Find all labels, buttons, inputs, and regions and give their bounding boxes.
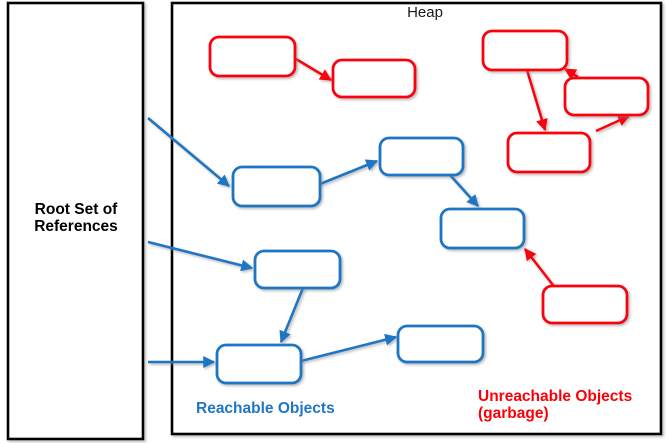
legend-unreachable-objects: Unreachable Objects (garbage) bbox=[478, 388, 633, 423]
heap-title: Heap bbox=[407, 4, 443, 21]
unreachable-object-g6[interactable] bbox=[541, 284, 629, 325]
edge-g4-g3 bbox=[563, 67, 579, 80]
unreachable-edge-group bbox=[295, 57, 631, 290]
edge-r4-r5 bbox=[279, 287, 305, 344]
edge-r1-r2 bbox=[319, 159, 379, 186]
root-edge-2 bbox=[147, 240, 254, 272]
edge-g6-r3 bbox=[523, 248, 558, 290]
reachable-object-group bbox=[215, 136, 526, 385]
reachable-object-r3[interactable] bbox=[439, 207, 526, 250]
reachable-object-r4[interactable] bbox=[253, 249, 342, 290]
legend-reachable-objects: Reachable Objects bbox=[196, 400, 335, 417]
edge-r2-r3 bbox=[449, 174, 479, 207]
unreachable-object-group bbox=[208, 29, 650, 325]
reachable-edge-group bbox=[147, 117, 479, 368]
reachable-object-r1[interactable] bbox=[231, 165, 322, 208]
reachable-object-r6[interactable] bbox=[396, 324, 485, 364]
reachable-object-r2[interactable] bbox=[378, 136, 465, 177]
unreachable-object-g5[interactable] bbox=[506, 131, 592, 174]
edge-r5-r6 bbox=[300, 333, 398, 363]
root-edge-1 bbox=[147, 117, 230, 187]
reachable-object-r5[interactable] bbox=[215, 343, 303, 385]
edge-g5-g4 bbox=[595, 114, 631, 133]
unreachable-object-g2[interactable] bbox=[331, 58, 417, 99]
unreachable-object-g1[interactable] bbox=[208, 35, 297, 78]
edge-g3-g5 bbox=[525, 69, 548, 132]
unreachable-object-g3[interactable] bbox=[481, 29, 569, 72]
root-set-label: Root Set of References bbox=[34, 201, 118, 236]
unreachable-object-g4[interactable] bbox=[563, 76, 650, 117]
edge-g1-g2 bbox=[295, 57, 333, 82]
root-set-panel bbox=[6, 1, 145, 441]
